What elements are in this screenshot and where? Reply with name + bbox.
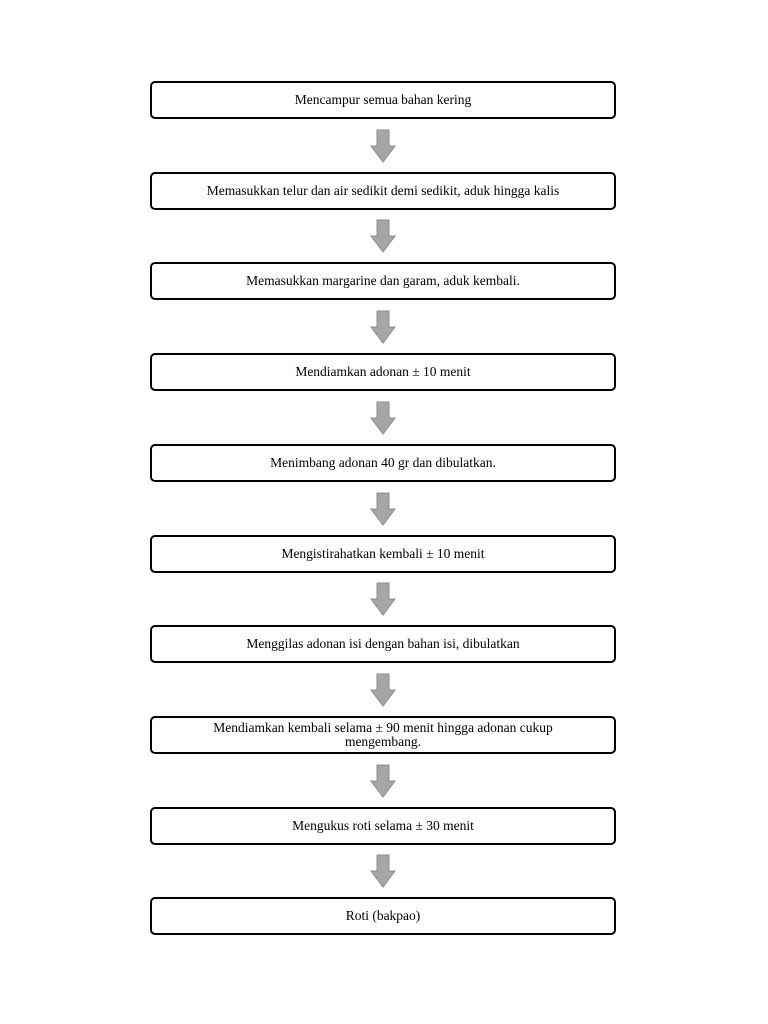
down-arrow-icon: [370, 582, 396, 616]
down-arrow-icon: [370, 401, 396, 435]
flow-step-5: Menimbang adonan 40 gr dan dibulatkan.: [150, 444, 616, 482]
down-arrow-icon: [370, 492, 396, 526]
flow-step-label: Memasukkan margarine dan garam, aduk kem…: [246, 272, 520, 288]
flow-step-label: Mendiamkan adonan ± 10 menit: [295, 363, 471, 379]
down-arrow-icon: [370, 310, 396, 344]
flow-step-9: Mengukus roti selama ± 30 menit: [150, 807, 616, 845]
down-arrow-icon: [370, 854, 396, 888]
flow-step-label: Mencampur semua bahan kering: [294, 91, 472, 107]
flow-step-4: Mendiamkan adonan ± 10 menit: [150, 353, 616, 391]
down-arrow-icon: [370, 673, 396, 707]
flow-step-10: Roti (bakpao): [150, 897, 616, 935]
flow-step-7: Menggilas adonan isi dengan bahan isi, d…: [150, 625, 616, 663]
flow-step-3: Memasukkan margarine dan garam, aduk kem…: [150, 262, 616, 300]
flow-step-1: Mencampur semua bahan kering: [150, 81, 616, 119]
flow-step-label: Mendiamkan kembali selama ± 90 menit hin…: [213, 719, 553, 749]
flow-step-label: Memasukkan telur dan air sedikit demi se…: [206, 182, 560, 198]
down-arrow-icon: [370, 129, 396, 163]
flow-step-label: Roti (bakpao): [345, 907, 421, 923]
down-arrow-icon: [370, 219, 396, 253]
flow-step-label: Menimbang adonan 40 gr dan dibulatkan.: [270, 454, 496, 470]
flow-step-8: Mendiamkan kembali selama ± 90 menit hin…: [150, 716, 616, 754]
down-arrow-icon: [370, 764, 396, 798]
flow-step-2: Memasukkan telur dan air sedikit demi se…: [150, 172, 616, 210]
flow-step-6: Mengistirahatkan kembali ± 10 menit: [150, 535, 616, 573]
flow-step-label: Mengukus roti selama ± 30 menit: [292, 817, 474, 833]
flow-step-label: Menggilas adonan isi dengan bahan isi, d…: [246, 635, 520, 651]
flow-step-label: Mengistirahatkan kembali ± 10 menit: [281, 545, 485, 561]
